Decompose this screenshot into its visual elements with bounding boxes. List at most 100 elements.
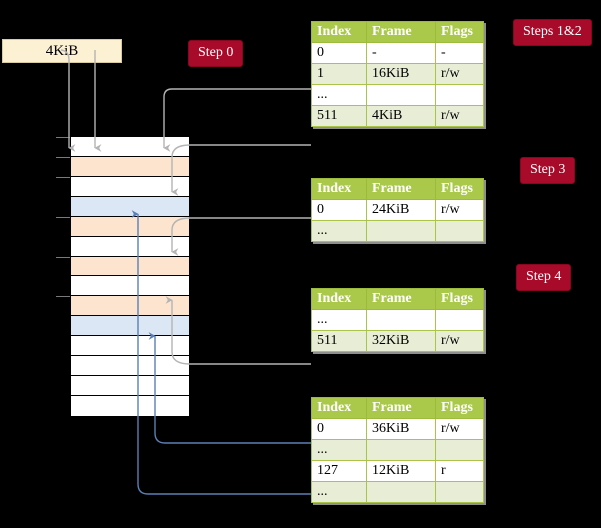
badge-step-0: Step 0 — [188, 40, 244, 67]
cell-flags: r/w — [435, 105, 484, 127]
badge-step-4-label: Step 4 — [526, 269, 562, 284]
cell-frame: 24KiB — [366, 199, 436, 221]
memory-tick — [56, 257, 70, 258]
cell-flags: r — [435, 460, 484, 482]
cell-frame: 32KiB — [366, 330, 436, 352]
memory-frame-row — [71, 276, 189, 297]
memory-tick — [56, 177, 70, 178]
memory-frame-row — [71, 216, 189, 237]
badge-steps-1-2: Steps 1&2 — [513, 19, 592, 46]
column-header-index: Index — [311, 21, 367, 43]
cell-frame: 36KiB — [366, 418, 436, 440]
column-header-frame: Frame — [366, 21, 436, 43]
column-header-frame: Frame — [366, 178, 436, 200]
column-header-flags: Flags — [435, 21, 484, 43]
cell-flags — [435, 439, 484, 461]
memory-tick — [56, 137, 70, 138]
cell-frame: - — [366, 42, 436, 64]
cell-flags: - — [435, 42, 484, 64]
badge-steps-1-2-label: Steps 1&2 — [523, 24, 582, 39]
cell-flags — [435, 220, 484, 242]
column-header-frame: Frame — [366, 288, 436, 310]
cell-index: ... — [311, 84, 367, 106]
table-row: ... — [311, 439, 484, 461]
memory-tick — [56, 296, 70, 297]
cell-flags — [435, 84, 484, 106]
cell-index: 127 — [311, 460, 367, 482]
memory-frame-row — [71, 156, 189, 177]
cell-index: ... — [311, 220, 367, 242]
badge-step-0-label: Step 0 — [198, 45, 234, 60]
cell-index: 511 — [311, 105, 367, 127]
column-header-flags: Flags — [435, 288, 484, 310]
request-size-box: 4KiB — [2, 39, 122, 63]
table-row: ... — [311, 309, 484, 331]
memory-tick — [56, 157, 70, 158]
cell-index: 0 — [311, 199, 367, 221]
cell-flags: r/w — [435, 199, 484, 221]
cell-frame — [366, 309, 436, 331]
column-header-index: Index — [311, 288, 367, 310]
table-row: 0-- — [311, 42, 484, 64]
column-header-frame: Frame — [366, 397, 436, 419]
physical-memory-column — [70, 136, 190, 416]
column-header-flags: Flags — [435, 397, 484, 419]
memory-frame-row — [71, 356, 189, 377]
memory-frame-row — [71, 395, 189, 416]
table-row: ... — [311, 84, 484, 106]
cell-index: ... — [311, 439, 367, 461]
memory-frame-row — [71, 196, 189, 217]
memory-tick — [56, 217, 70, 218]
memory-frame-row — [71, 296, 189, 317]
cell-index: ... — [311, 309, 367, 331]
cell-frame: 12KiB — [366, 460, 436, 482]
cell-frame — [366, 220, 436, 242]
memory-frame-row — [71, 256, 189, 277]
cell-frame: 16KiB — [366, 63, 436, 85]
cell-index: 511 — [311, 330, 367, 352]
badge-step-3-label: Step 3 — [530, 162, 566, 177]
table-row: ... — [311, 481, 484, 503]
column-header-flags: Flags — [435, 178, 484, 200]
cell-index: 0 — [311, 42, 367, 64]
cell-frame — [366, 439, 436, 461]
request-size-label: 4KiB — [45, 42, 79, 59]
cell-index: 1 — [311, 63, 367, 85]
cell-flags: r/w — [435, 418, 484, 440]
badge-step-3: Step 3 — [520, 157, 576, 184]
cell-frame: 4KiB — [366, 105, 436, 127]
memory-frame-row — [71, 236, 189, 257]
memory-frame-row — [71, 137, 189, 157]
wire-step0 — [60, 49, 76, 152]
cell-flags: r/w — [435, 330, 484, 352]
memory-frame-row — [71, 376, 189, 396]
badge-step-4: Step 4 — [516, 264, 572, 291]
column-header-index: Index — [311, 397, 367, 419]
table-row: ... — [311, 220, 484, 242]
cell-index: 0 — [311, 418, 367, 440]
memory-frame-row — [71, 316, 189, 337]
cell-frame — [366, 84, 436, 106]
cell-frame — [366, 481, 436, 503]
column-header-index: Index — [311, 178, 367, 200]
cell-flags — [435, 309, 484, 331]
cell-index: ... — [311, 481, 367, 503]
memory-frame-row — [71, 336, 189, 357]
memory-frame-row — [71, 176, 189, 197]
cell-flags: r/w — [435, 63, 484, 85]
